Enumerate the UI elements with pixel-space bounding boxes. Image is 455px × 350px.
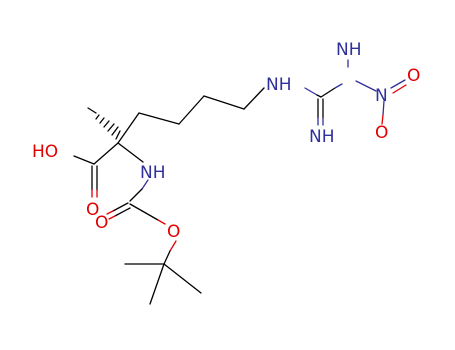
bond-ccarb-oester	[129, 203, 159, 221]
bond-cguan-nh	[320, 87, 336, 98]
bond-c4-n	[243, 87, 265, 110]
label-nh-chain: NH	[266, 75, 292, 95]
bond-tbu-me2	[163, 263, 202, 294]
bond-oester-ctbu	[169, 240, 177, 252]
bond-oester-ctbu-2	[163, 250, 171, 265]
label-o-carbamate-ester: O	[167, 222, 180, 242]
bond-n-cguan	[304, 87, 318, 96]
bond-c3-c4	[203, 95, 245, 110]
label-o-nitro-top: O	[407, 66, 420, 86]
label-imine-nh: NH	[309, 127, 335, 147]
bond-c1-c2	[138, 112, 180, 125]
bond-ccarb-o-b-tail	[108, 215, 116, 220]
label-nh-guanidine: NH	[336, 40, 362, 60]
bond-cguan-nh-2	[334, 83, 343, 89]
label-n-nitro: N	[375, 86, 388, 106]
label-nh-amide: NH	[140, 163, 166, 183]
label-o-nitro-bottom: O	[375, 123, 388, 143]
bond-c2-c3	[178, 95, 205, 125]
label-o-acid-carbonyl: O	[86, 200, 99, 220]
bond-nh-nnitro	[355, 80, 377, 92]
label-o-carbamate-double: O	[95, 213, 108, 233]
bond-nnitro-otop-b	[392, 84, 407, 94]
bond-cguan-link	[316, 94, 322, 98]
label-hydroxyl: HO	[32, 142, 58, 162]
bond-ccarb-o-a-tail	[106, 210, 114, 215]
bond-ccarb-o-a	[112, 202, 129, 212]
bond-n-ccarb	[141, 179, 149, 190]
bond-ca-h	[87, 107, 97, 114]
bond-nnitro-obottom	[382, 100, 385, 116]
bond-nnitro-otop-a	[390, 79, 406, 89]
bond-n-ccarb-2	[129, 188, 143, 202]
bond-ccarb-oester-2	[157, 219, 166, 225]
bond-cacid-oh	[73, 155, 95, 165]
bond-nnitro-obottom-2	[381, 114, 384, 125]
bond-ca-n	[117, 142, 144, 163]
bond-ca-c1	[117, 112, 140, 144]
stereo-hash-bond	[95, 114, 121, 140]
bond-ca-cacid	[93, 142, 119, 165]
bond-tbu-me3	[149, 263, 165, 305]
bond-ccarb-o-b	[114, 207, 131, 217]
